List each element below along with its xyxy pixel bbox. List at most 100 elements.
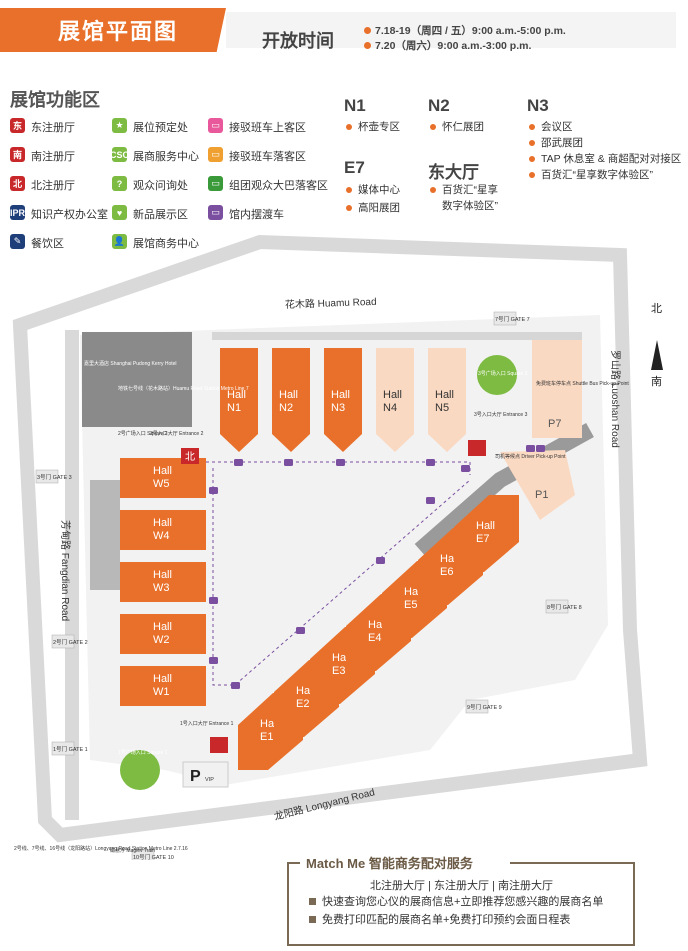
square-2-label: 2号广场入口 Square 2: [118, 430, 168, 437]
entrance-3-label: 3号入口大厅 Entrance 3: [474, 411, 528, 418]
shuttle-bus-icon: [461, 465, 470, 472]
hall-block: [220, 348, 258, 434]
hall-e5-label: E5: [404, 599, 417, 611]
shuttle-bus-icon: [284, 459, 293, 466]
open-hours-label: 开放时间: [262, 31, 334, 51]
hall-word: Hall: [279, 389, 298, 401]
shuttle-dropoff-icon: ▭: [208, 147, 223, 162]
bullet: [346, 205, 352, 211]
gate-label: 9号门 GATE 9: [467, 703, 502, 711]
entrance-2-label: 2号入口大厅 Entrance 2: [150, 430, 204, 437]
hall-block: [120, 510, 206, 550]
parking-label: P: [190, 768, 201, 785]
north-registration-icon: 北: [10, 176, 25, 191]
gate-label: 10号门 GATE 10: [133, 853, 174, 860]
bullet: [529, 172, 535, 178]
visitor-info-icon: ?: [112, 176, 127, 191]
shuttle-bus-icon: [536, 445, 545, 452]
hall-n3-label: N3: [331, 402, 345, 414]
p1-label: P1: [535, 489, 548, 501]
hall-word: Hall: [153, 465, 172, 477]
legend-label: 观众问询处: [133, 180, 188, 192]
e7-item: 高阳展团: [358, 202, 400, 214]
n3-item: 会议区: [541, 121, 573, 133]
legend-label: 馆内摆渡车: [229, 209, 284, 221]
legend-label: 餐饮区: [31, 238, 64, 250]
shuttle-bus-icon: [376, 557, 385, 564]
hall-word: Hall: [227, 389, 246, 401]
n3-item: 百货汇“星享数字体验区”: [541, 169, 653, 181]
shuttle-bus-icon: [296, 627, 305, 634]
hall-w1-label: W1: [153, 686, 170, 698]
legend-label: 新品展示区: [133, 209, 188, 221]
p7-label: P7: [548, 418, 561, 430]
group-bus-icon: ▭: [208, 176, 223, 191]
hall-block: [428, 348, 466, 434]
bullet: [529, 124, 535, 130]
bullet: [430, 124, 436, 130]
n1-item: 杯壶专区: [358, 121, 400, 133]
hours-panel: [226, 12, 676, 48]
n3-heading: N3: [527, 96, 549, 115]
north-arrow-icon: [651, 340, 663, 370]
match-me-title-bg: [300, 852, 510, 872]
hall-e2-label: E2: [296, 698, 309, 710]
hall-e4-label: E4: [368, 632, 381, 644]
legend-label: 北注册厅: [31, 180, 75, 192]
p1-lot: [500, 450, 575, 520]
gate-marker: [465, 699, 489, 714]
hall-tip: [376, 434, 414, 452]
north-registration: [181, 448, 199, 464]
legend-title: 展馆功能区: [10, 90, 100, 110]
bullet: [309, 898, 316, 905]
metro-7-block: [90, 480, 120, 590]
gate-label: 3号门 GATE 3: [37, 473, 72, 481]
south-registration-icon: 南: [10, 147, 25, 162]
east-hall-heading: 东大厅: [428, 163, 479, 182]
legend-label: 组团观众大巴落客区: [229, 180, 328, 192]
n1-heading: N1: [344, 96, 366, 115]
gate-marker: [545, 599, 569, 614]
metro-7-label: 地铁七号线（花木路站）Huamu Road Station Metro Line…: [118, 385, 249, 392]
hall-tip: [428, 434, 466, 452]
exhibitor-service-icon: CSC: [110, 147, 129, 162]
entrance-1-label: 1号入口大厅 Entrance 1: [180, 720, 234, 727]
hall-block: [120, 614, 206, 654]
hall-e7-label: E7: [476, 533, 489, 545]
kerry-hotel-block: [82, 332, 192, 427]
p7-lot: [532, 340, 582, 438]
business-center-icon: 👤: [112, 234, 127, 249]
match-me-panel: [287, 862, 635, 946]
maglev-label: 磁悬浮 Maglev Train: [110, 847, 155, 854]
hall-block: [120, 666, 206, 706]
n3-item: 邵武展团: [541, 137, 583, 149]
legend-label: 展馆商务中心: [133, 238, 199, 250]
legend-label: 南注册厅: [31, 151, 75, 163]
hall-word: Hall: [383, 389, 402, 401]
legend-label: 接驳班车上客区: [229, 122, 306, 134]
square-1: [120, 750, 160, 790]
bullet: [346, 124, 352, 130]
huamu-road-label: 花木路 Huamu Road: [285, 295, 377, 311]
hall-word: Hall: [435, 389, 454, 401]
hall-w3-label: W3: [153, 582, 170, 594]
fangdian-road-label: 芳甸路 Fangdian Road: [59, 520, 72, 621]
square-3-label: 3号广场入口 Square 3: [478, 370, 528, 377]
kerry-hotel-label: 嘉里大酒店 Shanghai Pudong Kerry Hotel: [84, 360, 177, 367]
square-3: [477, 355, 517, 395]
hall-block: [376, 348, 414, 434]
legend-label: 接驳班车落客区: [229, 151, 306, 163]
hall-word: Hall: [153, 621, 172, 633]
shuttle-pickup-icon: ▭: [208, 118, 223, 133]
hall-n4-label: N4: [383, 402, 397, 414]
gate-marker: [35, 469, 59, 484]
shuttle-bus-icon: [231, 682, 240, 689]
east-hall-item: 数字体验区”: [442, 200, 498, 212]
driver-point-label: 司机等候点 Driver Pick-up Point: [495, 453, 566, 460]
shuttle-bus-icon: [426, 497, 435, 504]
hall-block: [324, 348, 362, 434]
match-me-subtitle: 北注册大厅 | 东注册大厅 | 南注册大厅: [370, 880, 553, 892]
hall-word: Hall: [331, 389, 350, 401]
